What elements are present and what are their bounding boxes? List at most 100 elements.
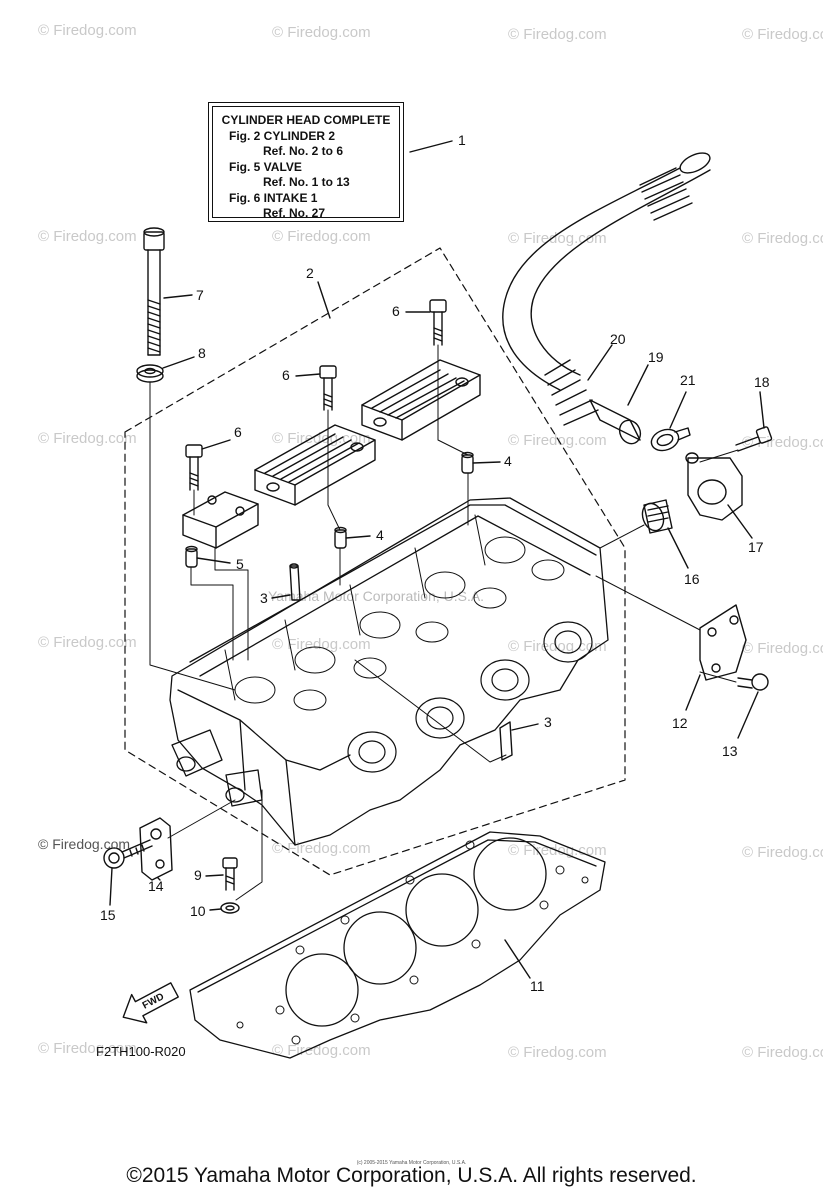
info-box-fig: Fig. 5 VALVE xyxy=(229,159,302,174)
watermark: © Firedog.com xyxy=(508,638,607,655)
watermark: © Firedog.com xyxy=(38,228,137,245)
camshaft-cap-lower xyxy=(182,491,259,549)
leader-9 xyxy=(205,874,224,877)
leader-13 xyxy=(737,691,759,739)
camshaft-cap-upper xyxy=(361,359,481,441)
callout-6: 6 xyxy=(282,367,290,383)
cover-plate-12 xyxy=(699,604,747,681)
leader-17 xyxy=(727,504,753,539)
bracket-14 xyxy=(139,817,173,881)
pin-3a xyxy=(289,563,301,601)
cylinder-head xyxy=(169,497,609,846)
hose-19 xyxy=(589,399,642,445)
callout-3: 3 xyxy=(544,714,552,730)
info-box-title: CYLINDER HEAD COMPLETE xyxy=(221,113,391,127)
diagram-code: F2TH100-R020 xyxy=(96,1044,186,1059)
info-box-fig: Fig. 6 INTAKE 1 xyxy=(229,190,318,205)
watermark: © Firedog.com xyxy=(742,640,823,657)
watermark: © Firedog.com xyxy=(508,432,607,449)
center-watermark: Yamaha Motor Corporation, U.S.A. xyxy=(268,588,485,604)
callout-12: 12 xyxy=(672,715,688,731)
callout-19: 19 xyxy=(648,349,664,365)
thermostat-16 xyxy=(641,499,673,534)
callout-13: 13 xyxy=(722,743,738,759)
callout-8: 8 xyxy=(198,345,206,361)
info-box-fig: Fig. 2 CYLINDER 2 xyxy=(229,128,336,143)
leader-1 xyxy=(409,140,453,153)
head-bolt-7 xyxy=(143,227,165,356)
info-box-ref: Ref. No. 1 to 13 xyxy=(263,175,350,189)
callout-16: 16 xyxy=(684,571,700,587)
copyright: ©2015 Yamaha Motor Corporation, U.S.A. A… xyxy=(126,1164,697,1187)
leader-11 xyxy=(504,939,531,979)
bolt-13 xyxy=(737,673,769,691)
assembly-path xyxy=(149,381,236,691)
watermark: © Firedog.com xyxy=(38,634,137,651)
bolt-9 xyxy=(222,857,238,891)
camshaft-cap-middle xyxy=(254,424,376,506)
leader-5 xyxy=(196,557,231,564)
watermark: © Firedog.com xyxy=(508,26,607,43)
watermark: © Firedog.com xyxy=(742,844,823,861)
dowel-pin-4b xyxy=(334,526,347,549)
leader-8 xyxy=(162,356,195,369)
callout-10: 10 xyxy=(190,903,206,919)
leader-6b xyxy=(295,373,321,377)
bolt-18 xyxy=(735,426,773,452)
washer-10 xyxy=(220,902,240,914)
callout-9: 9 xyxy=(194,867,202,883)
callout-2: 2 xyxy=(306,265,314,281)
bolt-15 xyxy=(103,839,153,869)
thermostat-cover-17 xyxy=(685,452,743,521)
leader-7 xyxy=(163,294,193,299)
watermark: © Firedog.com xyxy=(38,1040,137,1057)
washer-8 xyxy=(136,364,164,383)
cap-bolt-6c xyxy=(185,444,203,491)
callout-15: 15 xyxy=(100,907,116,923)
watermark: © Firedog.com xyxy=(742,26,823,43)
leader-4b xyxy=(345,535,371,539)
tiny-copyright: (c) 2005-2015 Yamaha Motor Corporation, … xyxy=(356,1160,467,1166)
watermark: © Firedog.com xyxy=(508,1044,607,1061)
assembly-boundary xyxy=(124,247,626,876)
callout-17: 17 xyxy=(748,539,764,555)
firedog-mark: © Firedog.com xyxy=(38,836,131,852)
callout-1: 1 xyxy=(458,132,466,148)
leader-16 xyxy=(667,527,689,569)
head-gasket-11 xyxy=(189,831,606,1059)
watermark: © Firedog.com xyxy=(742,1044,823,1061)
watermark: © Firedog.com xyxy=(742,434,823,451)
callout-20: 20 xyxy=(610,331,626,347)
callout-6: 6 xyxy=(234,424,242,440)
callout-21: 21 xyxy=(680,372,696,388)
cap-bolt-6b xyxy=(319,365,337,411)
leader-3b xyxy=(511,723,539,731)
pin-3b xyxy=(499,721,513,761)
breather-hose-20 xyxy=(502,152,711,426)
cap-bolt-6a xyxy=(429,299,447,346)
callout-14: 14 xyxy=(148,878,164,894)
leader-14 xyxy=(157,877,161,881)
leader-12 xyxy=(685,674,701,711)
fwd-arrow xyxy=(122,982,179,1024)
leader-21 xyxy=(669,391,687,429)
callout-3: 3 xyxy=(260,590,268,606)
leader-4a xyxy=(472,461,501,464)
callout-18: 18 xyxy=(754,374,770,390)
leader-20 xyxy=(587,344,613,381)
leader-10 xyxy=(209,908,222,911)
watermark: © Firedog.com xyxy=(272,636,371,653)
leader-2 xyxy=(317,281,331,319)
callout-4: 4 xyxy=(376,527,384,543)
dowel-pin-4a xyxy=(461,451,474,474)
callout-4: 4 xyxy=(504,453,512,469)
leader-15 xyxy=(109,867,113,906)
leader-3a xyxy=(271,594,291,599)
watermark: © Firedog.com xyxy=(272,228,371,245)
info-box-ref: Ref. No. 2 to 6 xyxy=(263,144,344,158)
watermark: © Firedog.com xyxy=(38,22,137,39)
clamp-21 xyxy=(650,427,691,452)
leader-19 xyxy=(627,364,649,406)
